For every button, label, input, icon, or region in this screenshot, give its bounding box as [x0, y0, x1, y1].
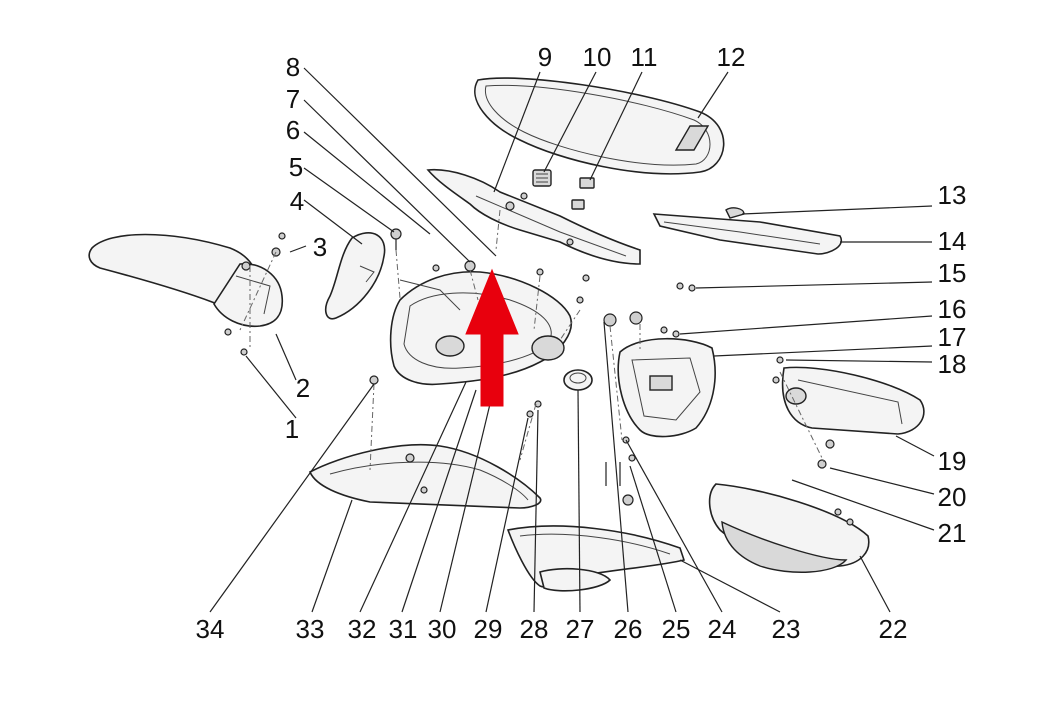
part-tail-light: [772, 356, 925, 469]
callout-20: 20: [938, 482, 967, 512]
callout-4: 4: [290, 186, 304, 216]
part-clip-11: [520, 177, 595, 210]
part-front-fender: [88, 232, 286, 356]
callout-labels: 1 2 3 4 5 6 7 8 9 10 11 12 13 14 15 16 1…: [196, 42, 967, 644]
callout-27: 27: [566, 614, 595, 644]
callout-34: 34: [196, 614, 225, 644]
callout-21: 21: [938, 518, 967, 548]
callout-31: 31: [389, 614, 418, 644]
callout-6: 6: [286, 115, 300, 145]
callout-1: 1: [285, 414, 299, 444]
part-grommet: [563, 369, 593, 391]
callout-28: 28: [520, 614, 549, 644]
part-side-strip: [652, 207, 843, 255]
part-rear-mudguard: [708, 483, 870, 573]
callout-15: 15: [938, 258, 967, 288]
part-clip-10: [532, 169, 552, 187]
callout-32: 32: [348, 614, 377, 644]
callout-3: 3: [313, 232, 327, 262]
part-lower-cover: [506, 525, 686, 592]
callout-25: 25: [662, 614, 691, 644]
callout-13: 13: [938, 180, 967, 210]
callout-14: 14: [938, 226, 967, 256]
red-up-arrow-icon: [465, 268, 519, 407]
callout-30: 30: [428, 614, 457, 644]
leader-lines: [209, 67, 935, 613]
part-number-plate: [324, 232, 386, 320]
callout-5: 5: [289, 152, 303, 182]
part-side-cover: [308, 443, 542, 509]
callout-23: 23: [772, 614, 801, 644]
callout-24: 24: [708, 614, 737, 644]
callout-8: 8: [286, 52, 300, 82]
part-seat: [474, 77, 725, 175]
callout-18: 18: [938, 349, 967, 379]
callout-7: 7: [286, 84, 300, 114]
callout-17: 17: [938, 322, 967, 352]
callout-12: 12: [717, 42, 746, 72]
callout-19: 19: [938, 446, 967, 476]
parts-layer: [88, 77, 925, 592]
callout-33: 33: [296, 614, 325, 644]
callout-10: 10: [583, 42, 612, 72]
part-bolt-5: [390, 228, 402, 250]
assembly-lines: [239, 209, 825, 471]
part-frame-cover: [426, 168, 641, 265]
callout-29: 29: [474, 614, 503, 644]
callout-11: 11: [631, 42, 658, 72]
callout-22: 22: [879, 614, 908, 644]
callout-16: 16: [938, 294, 967, 324]
callout-26: 26: [614, 614, 643, 644]
callout-9: 9: [538, 42, 552, 72]
part-rear-bracket: [603, 311, 716, 438]
callout-2: 2: [296, 373, 310, 403]
